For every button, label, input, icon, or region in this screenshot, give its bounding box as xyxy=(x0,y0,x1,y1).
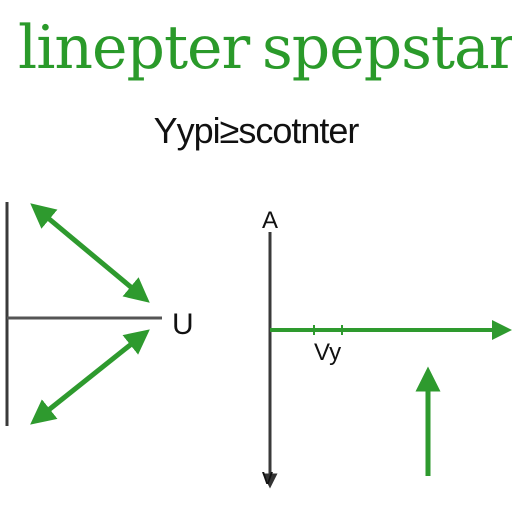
title-word-1: linepter xyxy=(18,13,250,83)
right-axis-top-label: A xyxy=(262,207,278,234)
left-upper-double-arrow xyxy=(30,203,150,303)
left-axis-end-label: U xyxy=(172,308,194,341)
title-word-2: spepstar xyxy=(262,13,512,83)
diagram-subtitle: Yypi≥scotnter xyxy=(153,110,360,151)
right-axis-bottom-label: v xyxy=(262,464,273,489)
right-horizontal-label: Vy xyxy=(314,339,341,366)
left-lower-double-arrow xyxy=(30,329,150,425)
